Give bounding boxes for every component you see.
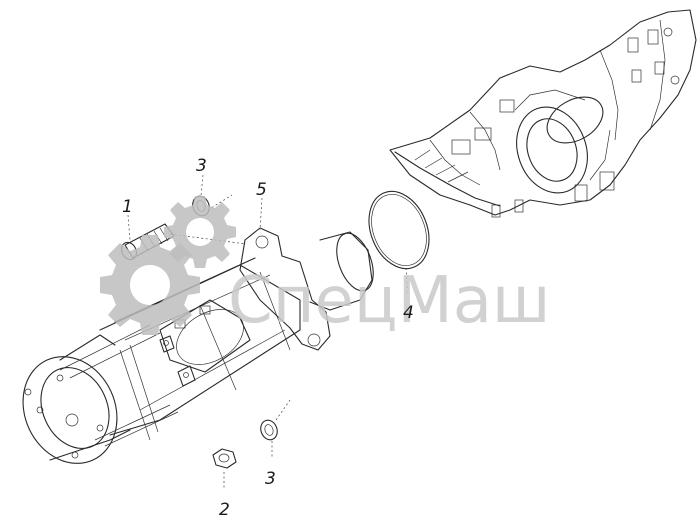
nut-part-2 [212,448,237,469]
callout-1: 1 [122,197,133,217]
watermark-gear-small-icon [164,196,236,268]
washer-part-3-bottom [260,419,278,441]
callout-2: 2 [219,500,230,520]
callout-3-top: 3 [196,156,207,176]
callout-4: 4 [403,303,414,323]
callout-3-bottom: 3 [265,469,276,489]
watermark: СпецМаш [100,196,550,338]
callout-5: 5 [256,180,267,200]
o-ring-part-4 [368,190,430,270]
watermark-text: СпецМаш [228,264,550,338]
flywheel-housing [389,9,697,218]
watermark-gear-large-icon [100,235,200,335]
